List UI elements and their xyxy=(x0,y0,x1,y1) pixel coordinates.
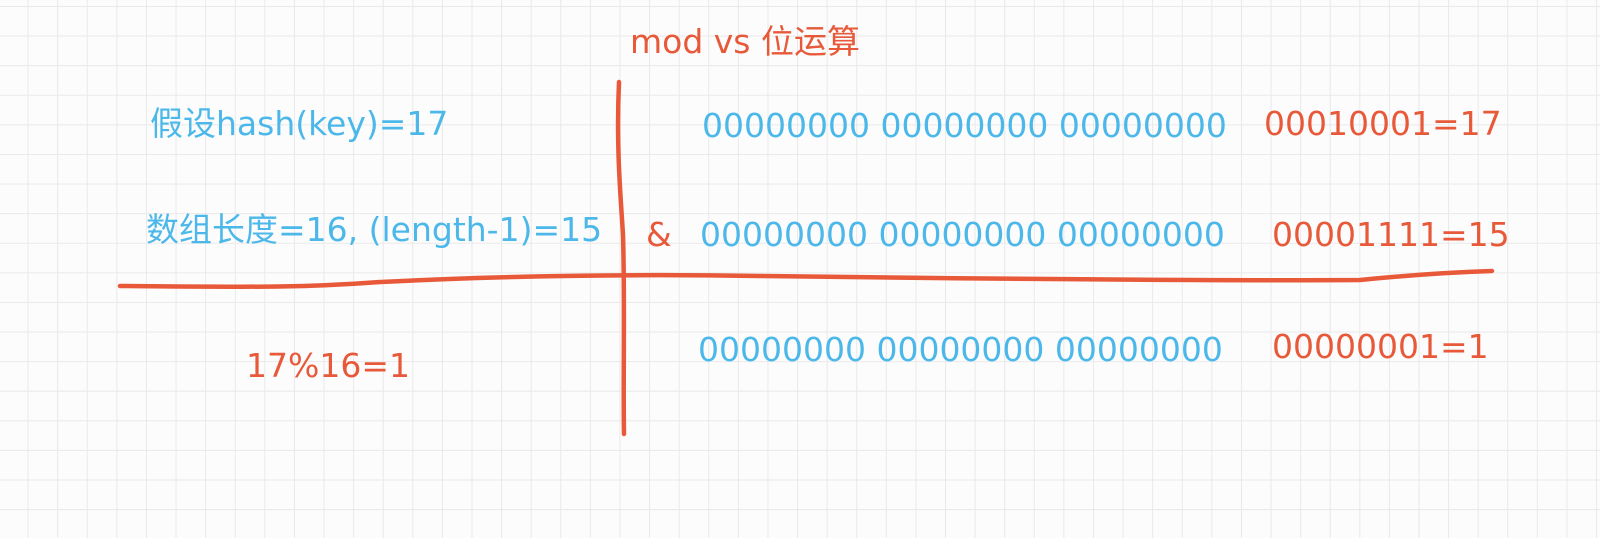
horizontal-divider-line xyxy=(117,268,1495,290)
mod-result-label: 17%16=1 xyxy=(246,346,410,385)
array-length-label: 数组长度=16, (length-1)=15 xyxy=(146,210,603,249)
row-1-high-bytes: 00000000 00000000 00000000 xyxy=(702,106,1227,145)
row-3-high-bytes: 00000000 00000000 00000000 xyxy=(698,330,1223,369)
diagram-title: mod vs 位运算 xyxy=(630,22,860,61)
row-3-low-byte: 00000001=1 xyxy=(1272,327,1489,366)
vertical-divider-line xyxy=(615,79,627,437)
and-operator: & xyxy=(646,215,672,254)
row-2-low-byte: 00001111=15 xyxy=(1272,215,1510,254)
hash-assumption-label: 假设hash(key)=17 xyxy=(150,104,449,143)
row-1-low-byte: 00010001=17 xyxy=(1264,104,1502,143)
row-2-high-bytes: 00000000 00000000 00000000 xyxy=(700,215,1225,254)
